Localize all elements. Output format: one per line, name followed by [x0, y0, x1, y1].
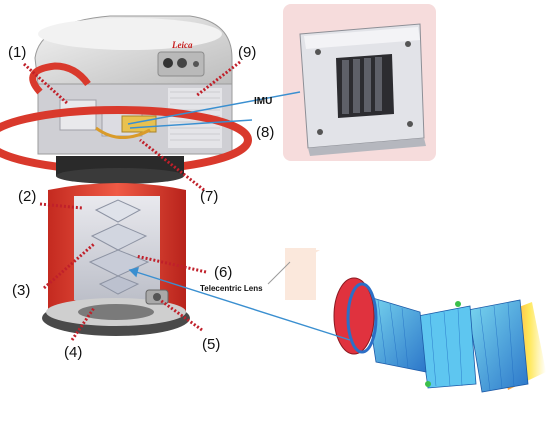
screw [407, 121, 413, 127]
leader-3 [43, 242, 95, 290]
telecentric-lens-label: Telecentric Lens [200, 284, 263, 293]
lens-front-element [333, 277, 375, 355]
pointer-telecentric [267, 261, 291, 285]
imu-inset [299, 23, 426, 156]
callout-2: (2) [18, 188, 37, 205]
lens-front-rim [346, 282, 378, 354]
imu-slots [342, 57, 382, 114]
connector-port [177, 58, 187, 68]
pointer-imu-lower [129, 119, 253, 129]
pointer-lens [129, 269, 351, 341]
leader-2 [39, 202, 83, 210]
telecentric-lens-model [333, 277, 546, 393]
lens-mesh-lines [377, 299, 515, 391]
leader-4 [70, 307, 96, 341]
imu-module [121, 115, 157, 133]
handle-arm [29, 62, 91, 95]
screw [405, 41, 411, 47]
bottom-connector [145, 289, 169, 305]
callout-3: (3) [12, 282, 31, 299]
imu-plate-top [304, 27, 420, 49]
leader-lines [22, 60, 241, 341]
lens-panel-background [285, 248, 320, 300]
callout-5: (5) [202, 336, 221, 353]
screw [317, 129, 323, 135]
pointer-lens-arrowhead [128, 267, 139, 278]
connector-port [193, 61, 199, 67]
leader-7 [139, 138, 205, 192]
callout-7: (7) [200, 188, 219, 205]
brand-logo: Leica [171, 40, 193, 50]
optical-elements [88, 199, 150, 295]
pointer-imu-upper [127, 91, 301, 125]
callout-1: (1) [8, 44, 27, 61]
cable-bundle [95, 126, 151, 139]
callout-9: (9) [238, 44, 257, 61]
camera-collar-rim [56, 168, 184, 184]
lens-marker [425, 381, 431, 387]
connector-port [163, 58, 173, 68]
callout-4: (4) [64, 344, 83, 361]
camera-top-face [38, 18, 222, 50]
lens-opening [78, 304, 154, 320]
screw [315, 49, 321, 55]
leader-5 [159, 298, 203, 332]
callout-6: (6) [214, 264, 233, 281]
imu-plate-edge [308, 138, 426, 156]
callout-8: (8) [256, 124, 275, 141]
leader-9 [195, 60, 241, 98]
camera-body: Leica [0, 15, 252, 336]
leader-1 [22, 62, 70, 106]
lens-marker [455, 301, 461, 307]
pointer-lines [127, 91, 351, 341]
imu-label: IMU [254, 96, 273, 107]
